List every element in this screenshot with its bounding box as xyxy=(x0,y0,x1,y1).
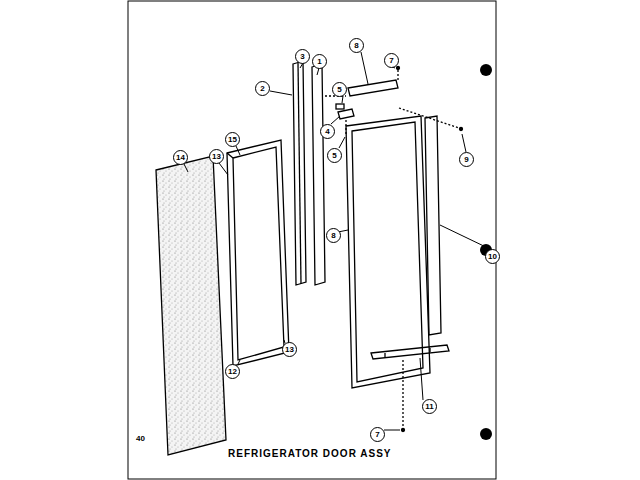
callout-number: 11 xyxy=(422,399,437,414)
diagram-title: REFRIGERATOR DOOR ASSY xyxy=(228,448,392,459)
callout-number: 12 xyxy=(225,364,240,379)
callout-number: 13 xyxy=(209,149,224,164)
callout-number: 5 xyxy=(327,148,342,163)
callout-number: 2 xyxy=(255,81,270,96)
callout-number: 15 xyxy=(225,132,240,147)
callout-number: 8 xyxy=(349,38,364,53)
callout-number: 7 xyxy=(370,427,385,442)
callout-number: 7 xyxy=(384,53,399,68)
callout-number: 14 xyxy=(173,150,188,165)
callout-number: 10 xyxy=(485,249,500,264)
callout-number: 1 xyxy=(312,54,327,69)
page-number: 40 xyxy=(136,434,145,443)
callout-number: 4 xyxy=(320,124,335,139)
callout-number: 5 xyxy=(332,82,347,97)
callout-number: 9 xyxy=(459,152,474,167)
callout-number: 8 xyxy=(326,228,341,243)
callout-number: 3 xyxy=(295,49,310,64)
callout-number: 13 xyxy=(282,342,297,357)
